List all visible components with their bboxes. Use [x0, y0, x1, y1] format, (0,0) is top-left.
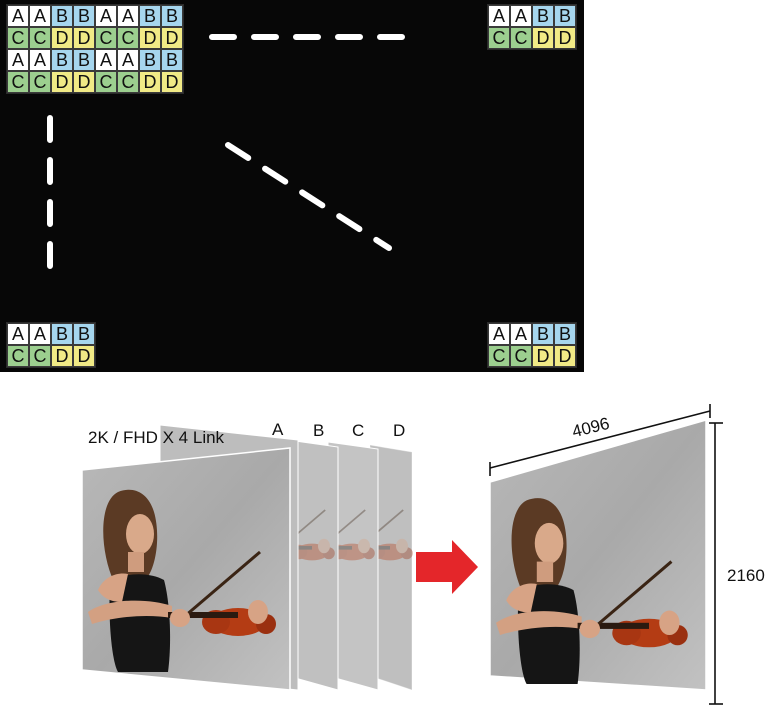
tile-grid-top-left-cell-b: B — [161, 49, 183, 71]
tile-grid-top-left-cell-b: B — [139, 49, 161, 71]
tile-grid-bottom-right-cell-c: C — [510, 345, 532, 367]
tile-grid-top-left-cell-a: A — [7, 49, 29, 71]
tile-grid-top-right-cell-b: B — [532, 5, 554, 27]
tile-grid-top-left-cell-a: A — [7, 5, 29, 27]
link-frame-d — [299, 444, 414, 691]
tile-grid-bottom-left-cell-c: C — [7, 345, 29, 367]
tile-grid-top-left-cell-c: C — [95, 71, 117, 93]
tile-grid-bottom-right-cell-a: A — [488, 323, 510, 345]
tile-grid-top-left-cell-c: C — [117, 71, 139, 93]
tile-grid-top-left-cell-b: B — [51, 49, 73, 71]
tile-grid-bottom-right-cell-a: A — [510, 323, 532, 345]
tile-grid-top-left-cell-a: A — [117, 49, 139, 71]
tile-grid-top-left-cell-c: C — [29, 27, 51, 49]
tile-grid-bottom-left-cell-d: D — [51, 345, 73, 367]
tile-grid-top-right-cell-c: C — [488, 27, 510, 49]
tile-grid-top-left-cell-a: A — [95, 5, 117, 27]
tile-grid-top-left-cell-d: D — [73, 71, 95, 93]
tile-grid-top-right-cell-d: D — [554, 27, 576, 49]
tile-grid-top-left-cell-a: A — [117, 5, 139, 27]
tile-grid-top-left-cell-b: B — [161, 5, 183, 27]
tile-grid-top-right-cell-c: C — [510, 27, 532, 49]
tile-grid-top-left-cell-a: A — [29, 5, 51, 27]
tile-grid-top-left-cell-d: D — [139, 27, 161, 49]
tile-grid-top-right-cell-d: D — [532, 27, 554, 49]
tile-grid-top-left-cell-a: A — [29, 49, 51, 71]
tile-grid-top-right-cell-b: B — [554, 5, 576, 27]
tile-grid-top-right-cell-a: A — [510, 5, 532, 27]
tile-grid-bottom-left-cell-d: D — [73, 345, 95, 367]
tile-grid-top-left-cell-d: D — [161, 27, 183, 49]
tile-grid-top-left-cell-c: C — [29, 71, 51, 93]
link-label-a: A — [272, 420, 284, 439]
tile-grid-bottom-right-cell-b: B — [554, 323, 576, 345]
tile-grid-top-left-cell-d: D — [73, 27, 95, 49]
height-dimension — [709, 422, 723, 705]
tile-grid-bottom-right-cell-d: D — [554, 345, 576, 367]
link-label-c: C — [352, 421, 365, 440]
output-frame — [489, 419, 707, 691]
tile-grid-bottom-left-cell-b: B — [51, 323, 73, 345]
tile-grid-bottom-left-cell-c: C — [29, 345, 51, 367]
tile-grid-top-left-cell-b: B — [73, 5, 95, 27]
tile-grid-top-left-cell-d: D — [139, 71, 161, 93]
tile-grid-bottom-right-cell-d: D — [532, 345, 554, 367]
tile-grid-bottom-left-cell-b: B — [73, 323, 95, 345]
tile-grid-bottom-right-cell-c: C — [488, 345, 510, 367]
tile-grid-top-left-cell-b: B — [73, 49, 95, 71]
tile-grid-top-left-cell-c: C — [117, 27, 139, 49]
tile-grid-bottom-right-cell-b: B — [532, 323, 554, 345]
tile-grid-top-left-cell-c: C — [7, 71, 29, 93]
link-label-b: B — [313, 421, 325, 440]
tile-grid-top-left-cell-d: D — [161, 71, 183, 93]
tile-grid-top-left-cell-a: A — [95, 49, 117, 71]
arrow-right-icon — [416, 540, 478, 594]
tile-grid-top-left-cell-b: B — [139, 5, 161, 27]
tile-grid-top-right-cell-a: A — [488, 5, 510, 27]
tile-grid-top-left-cell-d: D — [51, 27, 73, 49]
tile-grid-top-left-cell-c: C — [7, 27, 29, 49]
tile-grid-top-left-cell-b: B — [51, 5, 73, 27]
dashed-line-diagonal — [225, 142, 392, 251]
link-frame-main — [81, 447, 291, 691]
tile-grid-bottom-left-cell-a: A — [7, 323, 29, 345]
tile-grid-top-left-cell-c: C — [95, 27, 117, 49]
tile-grid-top-left-cell-d: D — [51, 71, 73, 93]
link-label-d: D — [393, 421, 406, 440]
width-dimension — [489, 404, 711, 476]
tile-grid-bottom-left-cell-a: A — [29, 323, 51, 345]
height-label: 2160 — [727, 566, 765, 585]
diagram-title: 2K / FHD X 4 Link — [88, 428, 225, 447]
